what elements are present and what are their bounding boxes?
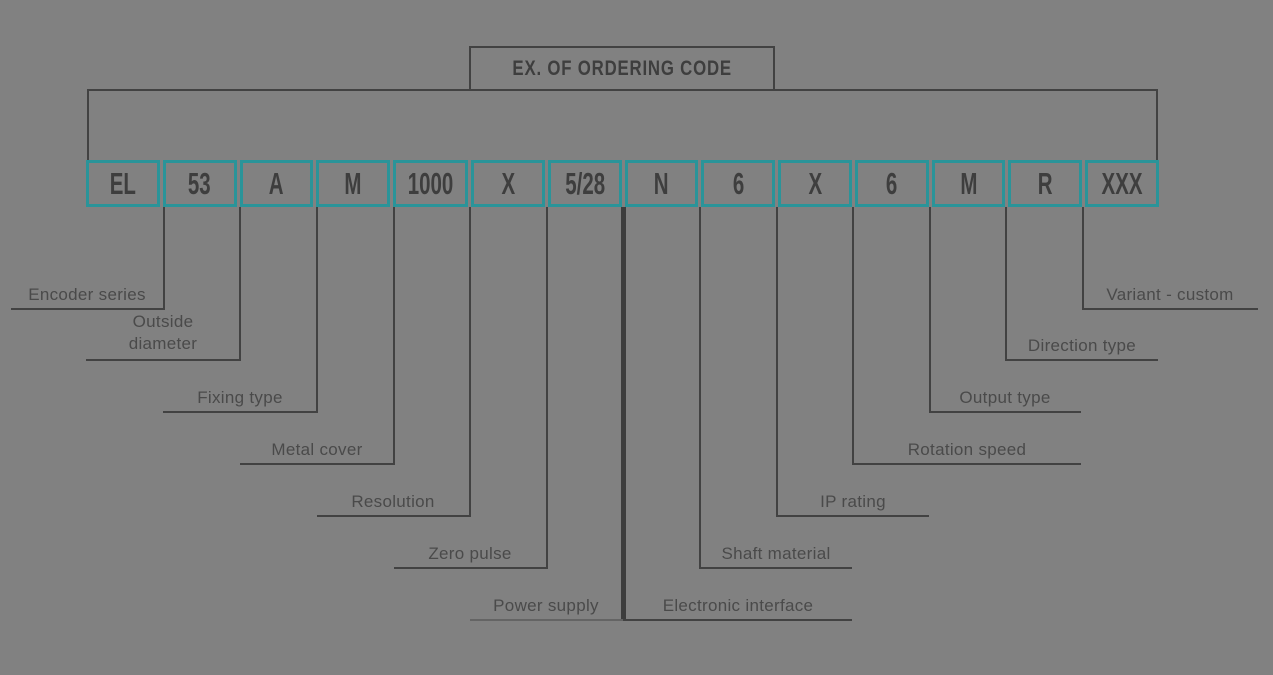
connector-vline bbox=[163, 207, 165, 310]
label-underline bbox=[852, 463, 1081, 465]
code-segment-box: 6 bbox=[854, 160, 929, 207]
label-underline bbox=[929, 411, 1081, 413]
code-segment-box: EL bbox=[86, 160, 160, 207]
segment-label-output-type: Output type bbox=[959, 388, 1051, 407]
segment-value: 5/28 bbox=[564, 165, 605, 201]
connector-vline bbox=[1005, 207, 1007, 361]
code-segment-box: N bbox=[624, 160, 699, 207]
segment-value: M bbox=[959, 165, 978, 201]
segment-value: A bbox=[269, 165, 284, 201]
label-underline bbox=[394, 567, 548, 569]
segment-label-encoder-series: Encoder series bbox=[28, 285, 146, 304]
segment-label-rotation-speed: Rotation speed bbox=[907, 440, 1027, 459]
label-underline bbox=[163, 411, 318, 413]
segment-label-variant-custom: Variant - custom bbox=[1106, 285, 1234, 304]
segment-value: X bbox=[808, 165, 822, 201]
connector-vline bbox=[1082, 207, 1084, 310]
connector-rect bbox=[87, 89, 1158, 161]
segment-label-shaft-material: Shaft material bbox=[721, 544, 831, 563]
segment-label-fixing-type: Fixing type bbox=[197, 388, 283, 407]
connector-vline bbox=[546, 207, 548, 569]
segment-label-direction-type: Direction type bbox=[1027, 336, 1137, 355]
segment-label-power-supply: Power supply bbox=[493, 596, 599, 615]
label-underline bbox=[1082, 308, 1258, 310]
code-segment-box: XXX bbox=[1085, 160, 1159, 207]
segment-value: EL bbox=[109, 165, 136, 201]
connector-vline bbox=[469, 207, 471, 517]
segment-value: X bbox=[501, 165, 515, 201]
connector-vline bbox=[929, 207, 931, 413]
segment-label-metal-cover: Metal cover bbox=[271, 440, 363, 459]
code-segment-box: 5/28 bbox=[547, 160, 622, 207]
segment-label-zero-pulse: Zero pulse bbox=[428, 544, 512, 563]
segment-value: 53 bbox=[188, 165, 212, 201]
segment-value: M bbox=[344, 165, 362, 201]
code-segment-box: 53 bbox=[162, 160, 237, 207]
label-underline bbox=[699, 567, 852, 569]
connector-vline-center bbox=[621, 207, 626, 621]
label-underline bbox=[470, 619, 623, 621]
title-box: EX. OF ORDERING CODE bbox=[469, 46, 775, 91]
code-segment-box: X bbox=[471, 160, 545, 207]
diagram-title: EX. OF ORDERING CODE bbox=[512, 56, 732, 80]
code-row: EL 53 A M 1000 X 5/28 N 6 X 6 M R XXX bbox=[86, 160, 1159, 207]
label-underline bbox=[11, 308, 165, 310]
code-segment-box: A bbox=[239, 160, 314, 207]
label-underline bbox=[240, 463, 395, 465]
connector-vline bbox=[239, 207, 241, 361]
label-underline bbox=[623, 619, 852, 621]
segment-value: R bbox=[1037, 165, 1053, 201]
segment-label-outside-diameter: Outside diameter bbox=[128, 312, 198, 353]
code-segment-box: X bbox=[778, 160, 852, 207]
code-segment-box: 1000 bbox=[393, 160, 469, 207]
connector-vline bbox=[699, 207, 701, 569]
code-segment-box: M bbox=[316, 160, 391, 207]
segment-label-electronic-interface: Electronic interface bbox=[662, 596, 814, 615]
label-underline bbox=[86, 359, 241, 361]
connector-vline bbox=[393, 207, 395, 465]
segment-value: 1000 bbox=[407, 165, 454, 201]
code-segment-box: R bbox=[1008, 160, 1083, 207]
code-segment-box: 6 bbox=[701, 160, 776, 207]
label-underline bbox=[317, 515, 471, 517]
code-segment-box: M bbox=[931, 160, 1006, 207]
connector-vline bbox=[852, 207, 854, 465]
segment-value: 6 bbox=[732, 165, 744, 201]
connector-vline bbox=[776, 207, 778, 517]
label-underline bbox=[1005, 359, 1158, 361]
segment-label-ip-rating: IP rating bbox=[820, 492, 886, 511]
segment-value: 6 bbox=[886, 165, 898, 201]
segment-label-resolution: Resolution bbox=[351, 492, 435, 511]
label-underline bbox=[776, 515, 929, 517]
segment-value: XXX bbox=[1101, 165, 1143, 201]
connector-vline bbox=[316, 207, 318, 413]
segment-value: N bbox=[654, 165, 669, 201]
